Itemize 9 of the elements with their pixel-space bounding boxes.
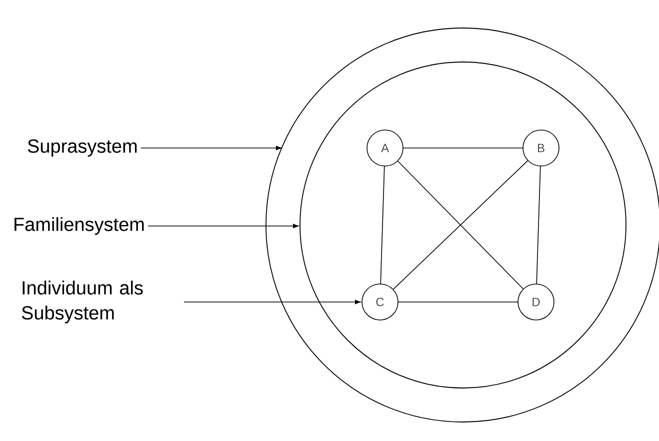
system-label: Suprasystem — [28, 139, 137, 157]
arrow — [184, 300, 361, 304]
arrow — [140, 146, 282, 150]
system-label: Individuum als Subsystem — [22, 280, 143, 324]
connector-line — [380, 166, 385, 284]
system-label: Familiensystem — [14, 217, 144, 235]
connector-line — [536, 166, 541, 284]
ring-circle — [300, 62, 626, 388]
arrow — [148, 224, 299, 228]
